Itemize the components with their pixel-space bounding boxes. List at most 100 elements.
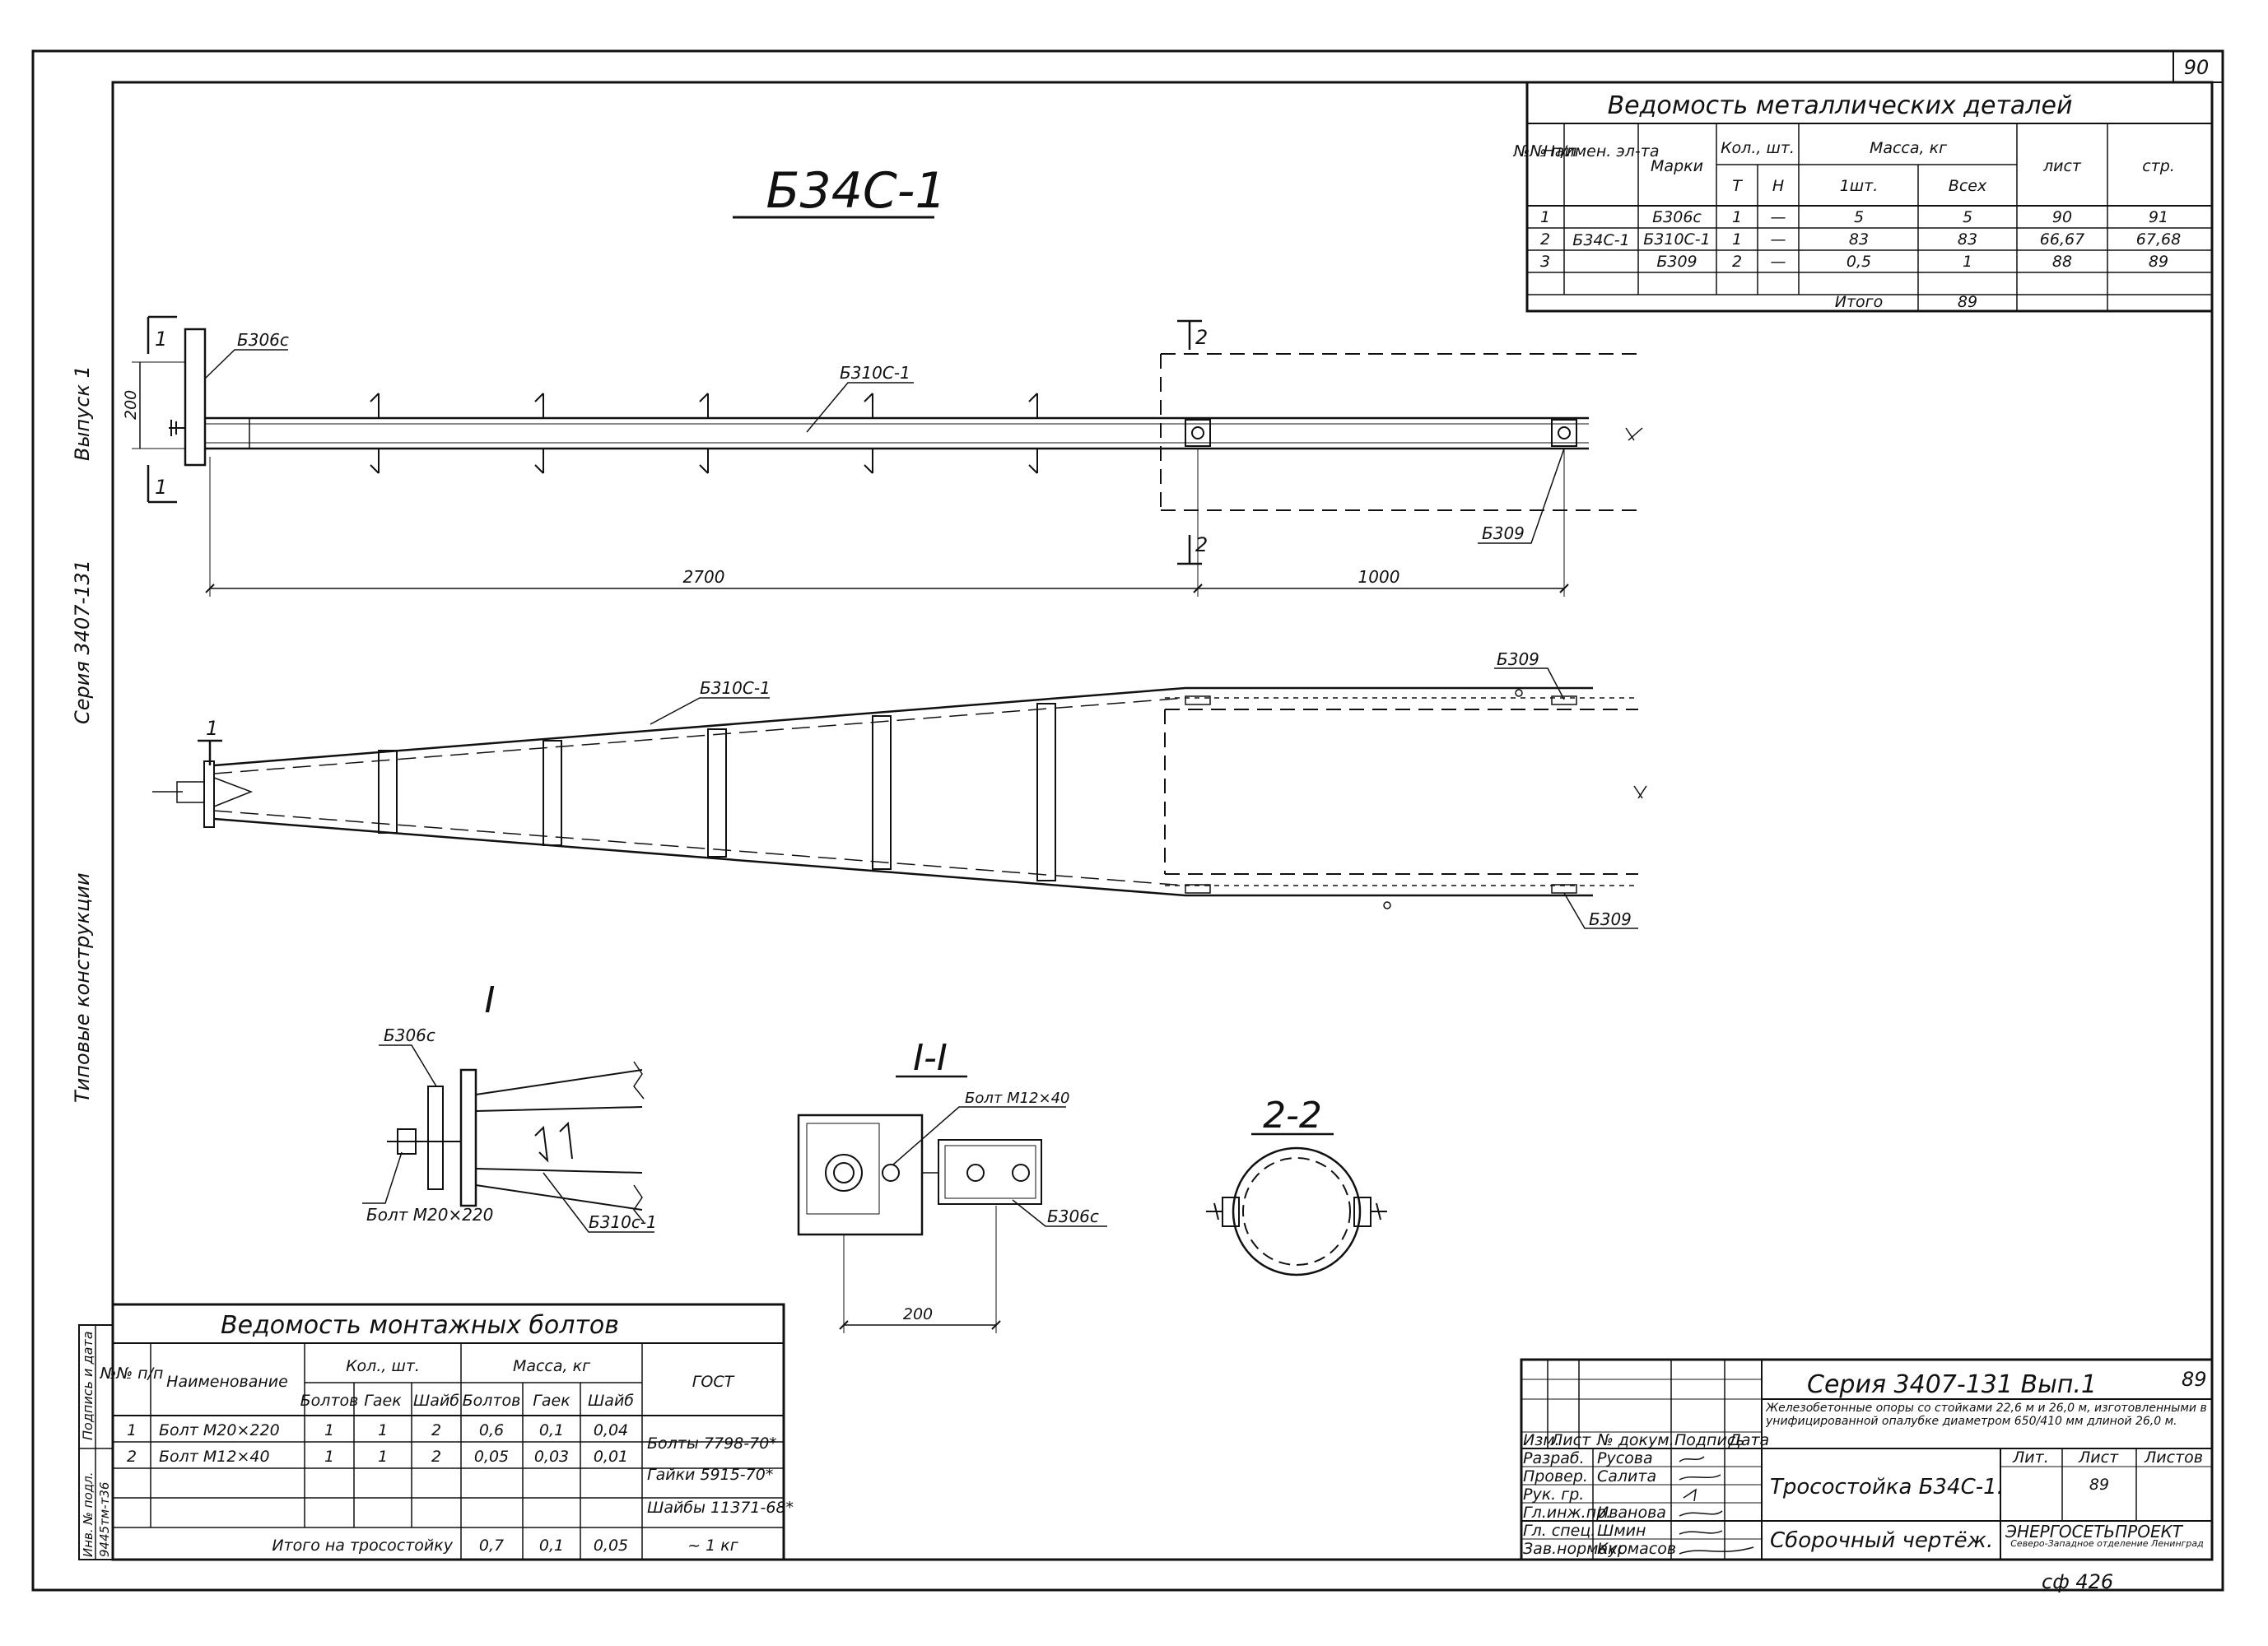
tb-name-2: Салита bbox=[1597, 1467, 1656, 1486]
bt-r1-qw: 2 bbox=[431, 1421, 441, 1439]
tb-name-4: Иванова bbox=[1597, 1504, 1666, 1522]
dt-r2-num: 2 bbox=[1540, 230, 1550, 249]
side-label-series: Серия 3407-131 bbox=[71, 560, 94, 724]
left-strip: Подпись и дата Инв. № подл. 9445тм-т36 bbox=[78, 1324, 114, 1560]
tb-col-doc: № докум. bbox=[1596, 1431, 1674, 1449]
dt-h-mass-all: Всех bbox=[1949, 177, 1987, 195]
callout-b309-plan: Б309 bbox=[1482, 523, 1525, 543]
dim-2700: 2700 bbox=[683, 567, 725, 587]
dt-r2-all: 83 bbox=[1958, 230, 1977, 249]
dim-1000: 1000 bbox=[1358, 567, 1400, 587]
bolts-table-title: Ведомость монтажных болтов bbox=[221, 1311, 619, 1340]
bt-h-mnut: Гаек bbox=[533, 1392, 570, 1410]
callout-b309-elev-bottom: Б309 bbox=[1589, 909, 1632, 929]
bt-r2-qn: 1 bbox=[378, 1448, 388, 1466]
left-strip-inv: Инв. № подл. bbox=[81, 1472, 95, 1557]
dim-200: 200 bbox=[122, 390, 140, 420]
tb-name1: Тросостойка Б34С-1. bbox=[1770, 1475, 2004, 1500]
tb-name2: Сборочный чертёж. bbox=[1770, 1528, 1993, 1553]
dt-r2-page: 67,68 bbox=[2136, 230, 2181, 249]
section-mark-1-bottom: 1 bbox=[155, 476, 167, 499]
dt-r3-all: 1 bbox=[1963, 253, 1972, 271]
bt-h-mbolt: Болтов bbox=[463, 1392, 521, 1410]
dt-h-name: Наимен. эл-та bbox=[1544, 142, 1660, 160]
inner-frame bbox=[111, 81, 2214, 1561]
plan-view: 1 1 2 2 200 Б306с Б310С-1 Б309 2700 1000 bbox=[122, 315, 1643, 597]
bt-r1-qb: 1 bbox=[324, 1421, 334, 1439]
tb-sheets-label: Листов bbox=[2144, 1448, 2203, 1467]
main-title: Б34С-1 bbox=[766, 162, 946, 220]
tb-stage-label: Лит. bbox=[2012, 1448, 2049, 1467]
dt-r3-one: 0,5 bbox=[1847, 253, 1871, 271]
tb-role-1: Разраб. bbox=[1523, 1449, 1585, 1467]
dt-r3-sheet: 88 bbox=[2052, 253, 2072, 271]
dt-r1-page: 91 bbox=[2149, 208, 2168, 226]
bt-h-qbolt: Болтов bbox=[300, 1392, 359, 1410]
tb-org-sub: Северо-Западное отделение Ленинград bbox=[2010, 1539, 2204, 1549]
dt-r2-one: 83 bbox=[1849, 230, 1869, 249]
dt-r3-t: 2 bbox=[1732, 253, 1742, 271]
dt-h-qty-n: Н bbox=[1772, 177, 1784, 195]
bt-total-mass: ~ 1 кг bbox=[687, 1537, 739, 1555]
dt-r2-n: — bbox=[1771, 230, 1786, 249]
side-label-type: Типовые конструкции bbox=[71, 872, 94, 1103]
dim-200-section: 200 bbox=[903, 1305, 933, 1323]
elevation-view: 1 Б310С-1 Б309 Б309 bbox=[152, 649, 1647, 929]
title-block: Серия 3407-131 Вып.1 89 Железобетонные о… bbox=[1520, 1358, 2214, 1561]
tb-role-4: Гл.инж.пр. bbox=[1523, 1504, 1611, 1522]
bt-r2-num: 2 bbox=[127, 1448, 137, 1466]
bt-r1-mw: 0,04 bbox=[594, 1421, 628, 1439]
tb-sheet-value: 89 bbox=[2089, 1476, 2109, 1494]
dt-r2-mark: Б310С-1 bbox=[1643, 230, 1711, 249]
dt-r1-all: 5 bbox=[1963, 208, 1972, 226]
bt-r1-name: Болт М20×220 bbox=[159, 1421, 280, 1439]
details-table-title: Ведомость металлических деталей bbox=[1608, 91, 2073, 120]
bt-r2-mw: 0,01 bbox=[594, 1448, 628, 1466]
bt-r1-gost: Болты 7798-70* bbox=[647, 1434, 777, 1453]
bt-r2-mb: 0,05 bbox=[474, 1448, 509, 1466]
bt-h-mwasher: Шайб bbox=[588, 1392, 634, 1410]
dt-h-num: №№ п/п bbox=[1513, 142, 1577, 160]
tb-name-6: Курмасов bbox=[1597, 1540, 1676, 1558]
bt-h-name: Наименование bbox=[166, 1373, 288, 1391]
tb-role-3: Рук. гр. bbox=[1523, 1486, 1584, 1504]
bt-h-num: №№ п/п bbox=[100, 1365, 164, 1383]
dt-r1-num: 1 bbox=[1540, 208, 1550, 226]
bt-r2-gost: Гайки 5915-70* bbox=[647, 1466, 773, 1484]
bt-r1-mn: 0,1 bbox=[539, 1421, 564, 1439]
sheet-number: 90 bbox=[2184, 56, 2210, 79]
dt-r3-mark: Б309 bbox=[1656, 253, 1697, 271]
bt-total-mb: 0,7 bbox=[479, 1537, 504, 1555]
dt-r3-num: 3 bbox=[1540, 253, 1550, 271]
dt-total-label: Итого bbox=[1835, 293, 1884, 311]
bolts-table: Ведомость монтажных болтов №№ п/п Наимен… bbox=[100, 1303, 794, 1561]
detail-I-title: I bbox=[485, 979, 496, 1021]
section-I-I: I-I Болт М12×40 Б306с 200 bbox=[797, 1037, 1107, 1333]
callout-b306c-detail: Б306с bbox=[384, 1025, 435, 1045]
tb-role-6: Зав.нормакс bbox=[1523, 1540, 1627, 1558]
section-mark-2-bottom: 2 bbox=[1195, 533, 1208, 556]
bt-gost-extra: Шайбы 11371-68* bbox=[647, 1499, 794, 1517]
dt-total-value: 89 bbox=[1958, 293, 1977, 311]
section-22-title: 2-2 bbox=[1263, 1095, 1322, 1137]
tb-sheet-label: Лист bbox=[2078, 1448, 2119, 1467]
tb-series: Серия 3407-131 Вып.1 bbox=[1807, 1370, 2097, 1399]
section-2-2: 2-2 bbox=[1206, 1095, 1387, 1276]
tb-col-list: Лист bbox=[1550, 1431, 1591, 1449]
tb-col-date: Дата bbox=[1728, 1431, 1769, 1449]
bt-r2-mn: 0,03 bbox=[534, 1448, 569, 1466]
tb-description: Железобетонные опоры со стойками 22,6 м … bbox=[1766, 1402, 2207, 1428]
detail-I: I Б306с Болт М20×220 Б310с-1 bbox=[362, 979, 657, 1233]
bt-h-qwasher: Шайб bbox=[413, 1392, 459, 1410]
dt-h-sheet: лист bbox=[2042, 157, 2082, 175]
callout-b310c1-elev: Б310С-1 bbox=[700, 678, 771, 698]
dt-r3-page: 89 bbox=[2149, 253, 2168, 271]
bt-total-label: Итого на тросостойку bbox=[272, 1537, 453, 1555]
bt-r1-mb: 0,6 bbox=[479, 1421, 504, 1439]
dt-r1-n: — bbox=[1771, 208, 1786, 226]
section-mark-2-top: 2 bbox=[1195, 326, 1208, 349]
left-strip-inv-val: 9445тм-т36 bbox=[97, 1482, 112, 1557]
bt-r2-name: Болт М12×40 bbox=[159, 1448, 270, 1466]
tb-page-no: 89 bbox=[2182, 1368, 2207, 1391]
callout-b310c1-detail: Б310с-1 bbox=[589, 1212, 657, 1232]
